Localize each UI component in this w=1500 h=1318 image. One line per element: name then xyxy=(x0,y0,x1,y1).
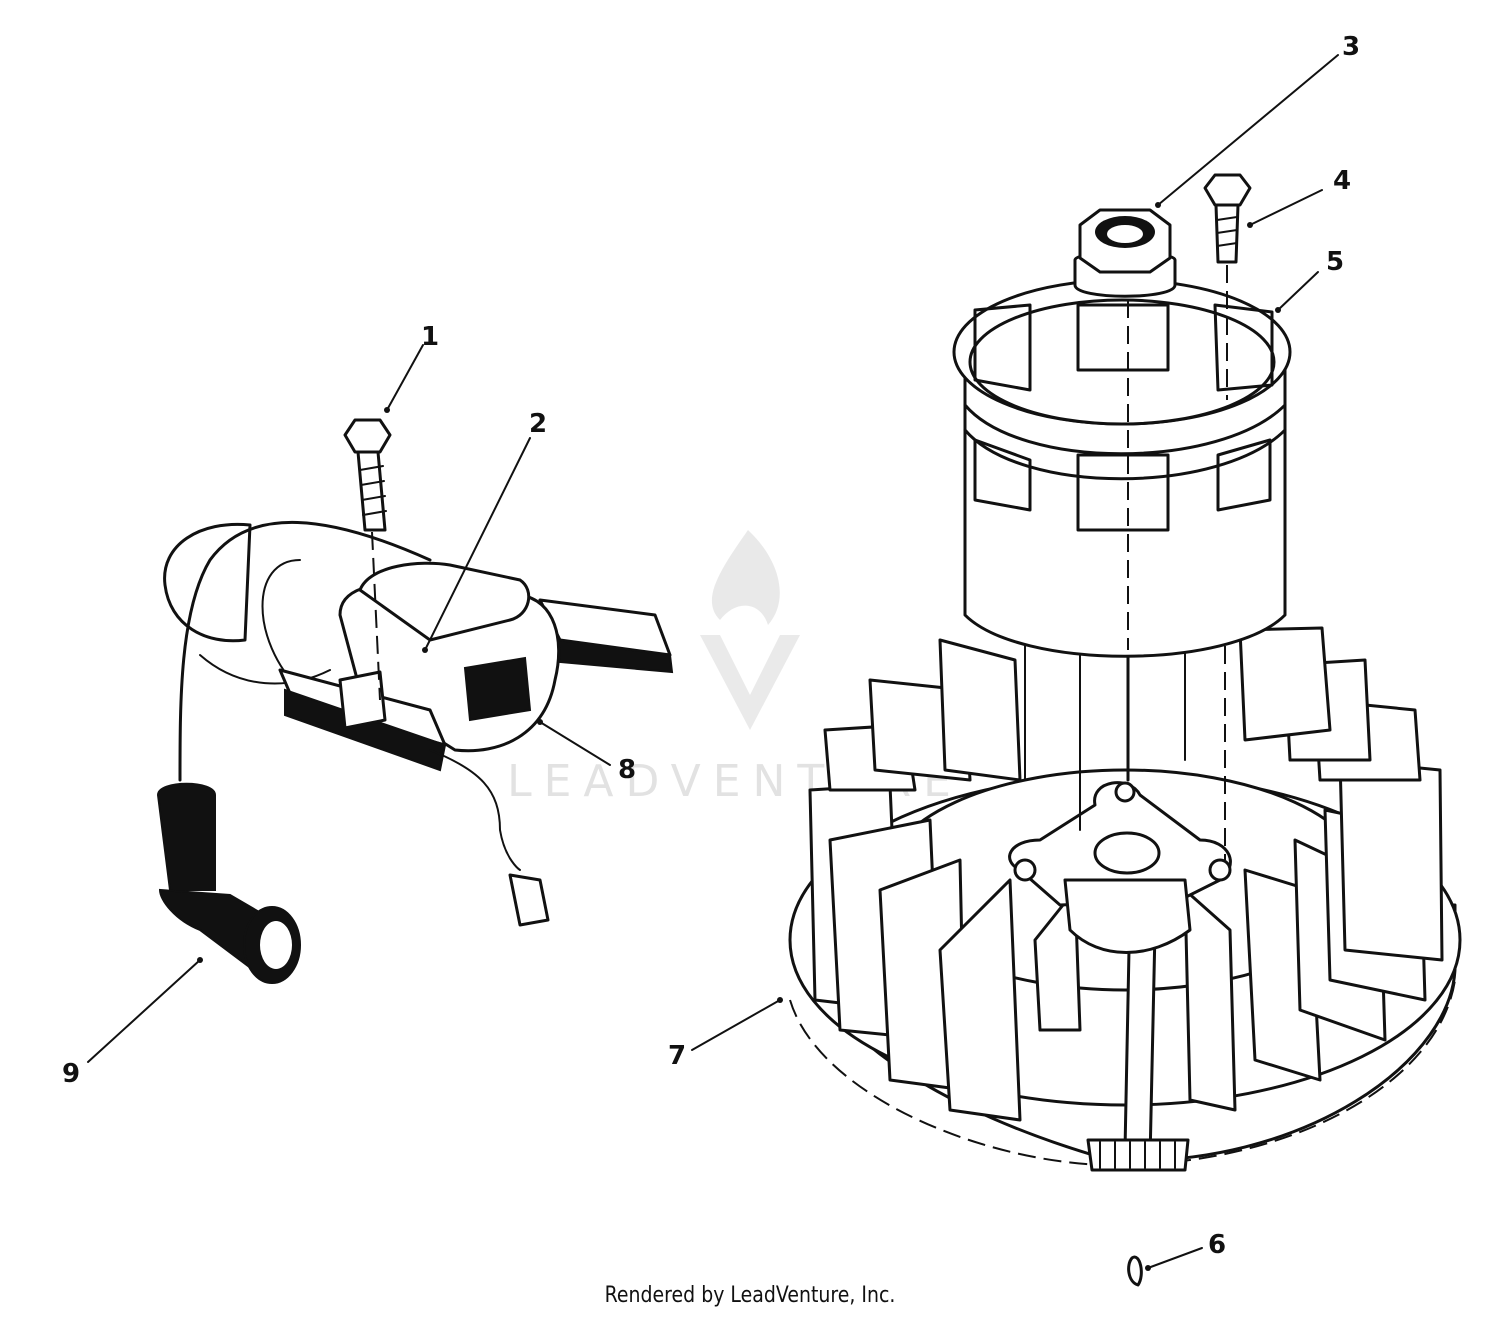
leader-lines xyxy=(87,54,1339,1271)
callout-2: 2 xyxy=(529,409,547,439)
callout-9: 9 xyxy=(62,1059,80,1089)
callout-1: 1 xyxy=(421,322,439,352)
callout-7: 7 xyxy=(668,1041,686,1071)
callout-4: 4 xyxy=(1333,166,1351,196)
flame-v-logo-icon xyxy=(700,530,800,730)
callout-labels: 1 2 3 4 5 6 7 8 9 xyxy=(62,32,1360,1260)
flywheel-assembly xyxy=(788,173,1462,1287)
footer-credit: Rendered by LeadVenture, Inc. xyxy=(604,1283,896,1308)
callout-6: 6 xyxy=(1208,1230,1226,1260)
callout-3: 3 xyxy=(1342,32,1360,62)
callout-8: 8 xyxy=(618,755,636,785)
ignition-coil-assembly xyxy=(156,418,674,984)
callout-5: 5 xyxy=(1326,247,1344,277)
